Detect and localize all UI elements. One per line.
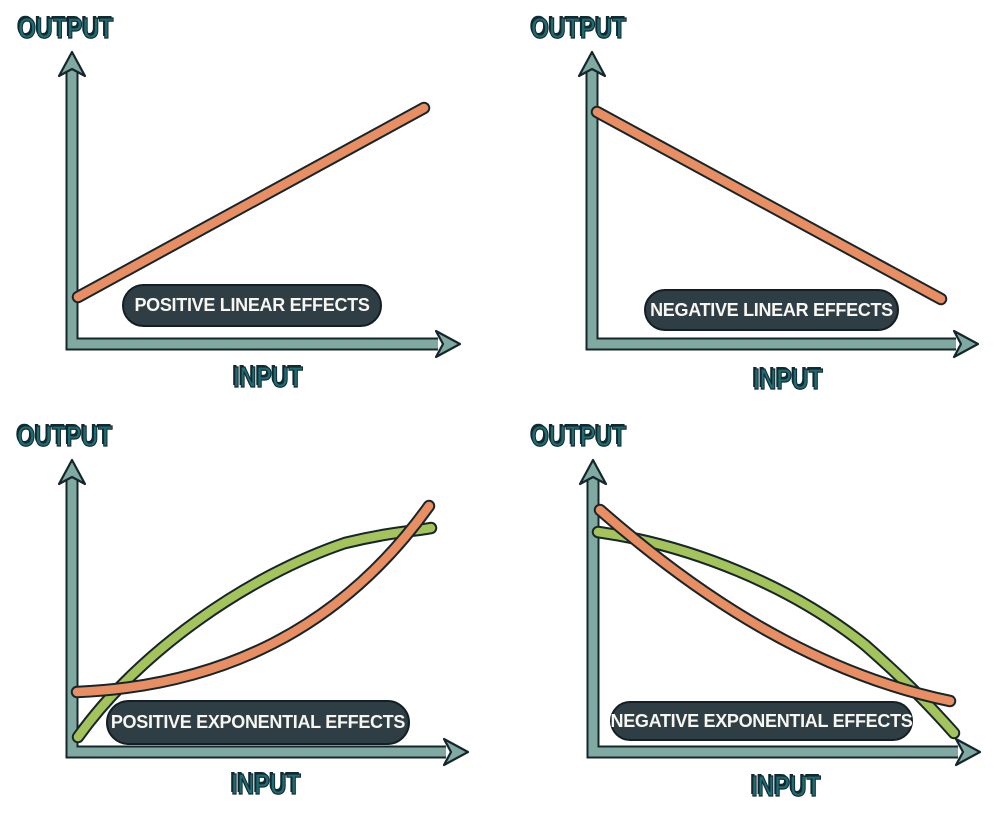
- axes-line: [587, 70, 956, 349]
- y-axis-arrowhead-icon: [57, 458, 87, 486]
- input-axis-label: INPUT: [753, 363, 824, 396]
- input-axis-label: INPUT: [233, 361, 304, 394]
- caption-pill-negative-linear: NEGATIVE LINEAR EFFECTS: [644, 289, 899, 331]
- input-axis-label: INPUT: [231, 768, 302, 801]
- axes-line: [588, 478, 958, 757]
- chart-positive-linear: [57, 50, 462, 359]
- exponential-decay-curve: [595, 505, 955, 706]
- exponential-growth-curve: [72, 501, 434, 697]
- caption-pill-positive-linear: POSITIVE LINEAR EFFECTS: [122, 284, 382, 327]
- x-axis-arrowhead-icon: [434, 329, 462, 359]
- linear-increase-line: [73, 103, 429, 302]
- axes-line: [67, 70, 438, 349]
- chart-positive-exponential: [57, 458, 470, 767]
- y-axis-arrowhead-icon: [577, 50, 607, 78]
- x-axis-arrowhead-icon: [954, 737, 982, 767]
- y-axis-arrowhead-icon: [57, 50, 87, 78]
- output-axis-label: OUTPUT: [531, 420, 627, 453]
- output-axis-label: OUTPUT: [17, 420, 113, 453]
- input-axis-label: INPUT: [751, 770, 822, 803]
- axes-line: [67, 478, 446, 757]
- output-axis-label: OUTPUT: [531, 12, 627, 45]
- caption-pill-positive-exponential: POSITIVE EXPONENTIAL EFFECTS: [106, 700, 410, 745]
- chart-negative-exponential: [578, 458, 982, 767]
- x-axis-arrowhead-icon: [442, 737, 470, 767]
- output-axis-label: OUTPUT: [18, 12, 114, 45]
- linear-decrease-line: [592, 107, 946, 304]
- caption-pill-negative-exponential: NEGATIVE EXPONENTIAL EFFECTS: [610, 701, 913, 741]
- chart-negative-linear: [577, 50, 980, 359]
- y-axis-arrowhead-icon: [578, 458, 608, 486]
- x-axis-arrowhead-icon: [952, 329, 980, 359]
